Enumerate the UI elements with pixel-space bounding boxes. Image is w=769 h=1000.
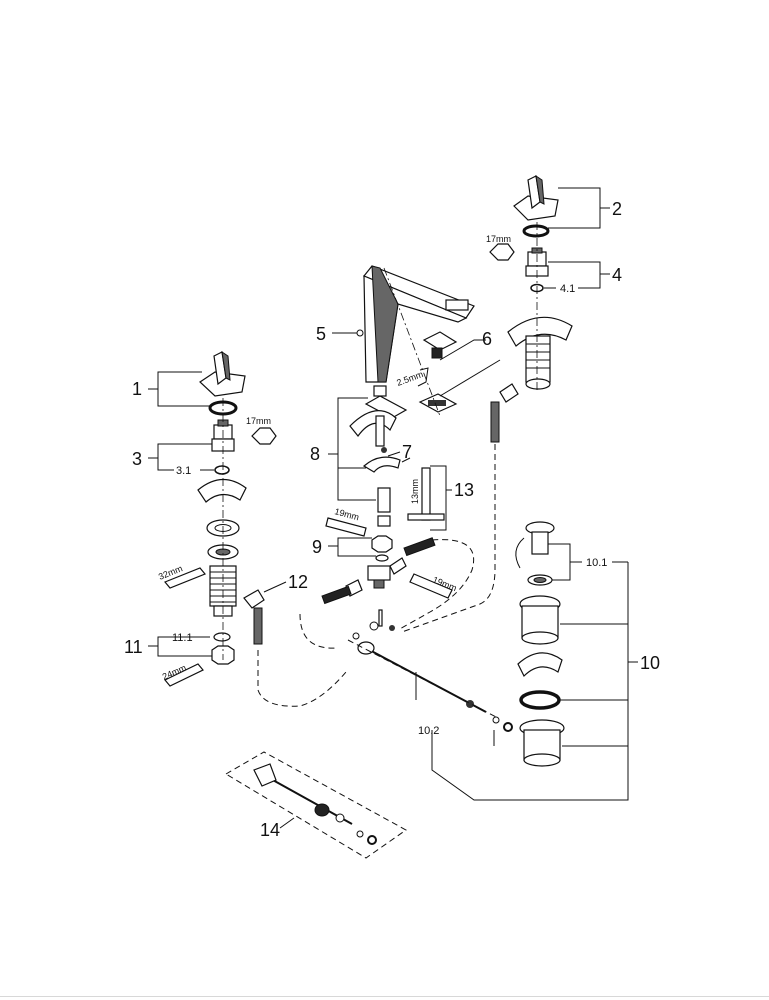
- hose-routing: [257, 444, 496, 707]
- label-part-13: 13: [454, 480, 474, 500]
- label-part-6: 6: [482, 329, 492, 349]
- label-part-7: 7: [402, 442, 412, 462]
- label-part-9: 9: [312, 537, 322, 557]
- hex-size-right: 17mm: [486, 234, 511, 244]
- spare-rod-kit: [225, 751, 407, 859]
- label-part-2: 2: [612, 199, 622, 219]
- label-part-3: 3: [132, 449, 142, 469]
- left-valve-assembly: [148, 350, 287, 687]
- label-part-5: 5: [316, 324, 326, 344]
- label-part-11: 11: [124, 637, 143, 657]
- part-labels: 1 2 3 3.1 4 4.1 5 6 7 8 9 10 10.1 10.2 1…: [124, 199, 660, 840]
- label-part-10: 10: [640, 653, 660, 673]
- wrench-size-13: 13mm: [410, 479, 420, 504]
- label-part-1: 1: [132, 379, 142, 399]
- label-part-14: 14: [260, 820, 280, 840]
- spout-assembly: 2.5mm: [321, 265, 501, 640]
- label-part-10-2: 10.2: [418, 725, 439, 737]
- label-part-4: 4: [612, 265, 622, 285]
- label-part-8: 8: [310, 444, 320, 464]
- label-part-10-1: 10.1: [586, 557, 607, 569]
- hex-size-left: 17mm: [246, 416, 271, 426]
- tool-labels: 17mm 17mm 32mm 24mm 19mm 19mm 13mm: [157, 234, 511, 682]
- page-bottom-border: [0, 996, 769, 997]
- right-valve-assembly: [489, 174, 610, 443]
- label-part-3-1: 3.1: [176, 465, 191, 477]
- label-part-4-1: 4.1: [560, 283, 575, 295]
- waste-assembly: [347, 521, 638, 801]
- label-part-11-1: 11.1: [172, 632, 193, 644]
- label-part-12: 12: [288, 572, 308, 592]
